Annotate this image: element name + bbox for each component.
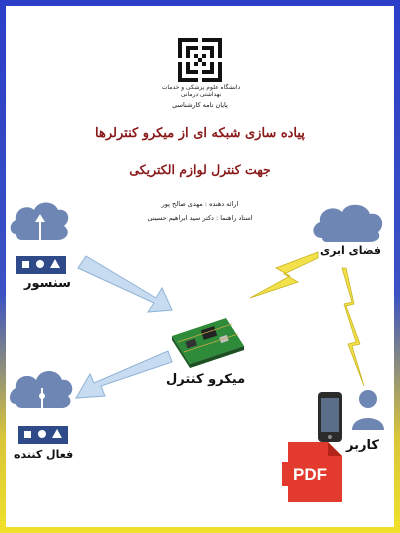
cloud-label: فضای ابری (320, 244, 381, 257)
title-line-1: پیاده سازی شبکه ای از میکرو کنترلرها (95, 126, 305, 141)
cover-page: دانشگاه علوم پزشکی و خدمات بهداشتی درمان… (6, 6, 394, 527)
circuit-board-icon (172, 318, 244, 368)
arrow-icon (75, 350, 173, 399)
actuator-cloud-icon (10, 371, 73, 444)
phone-icon (318, 392, 342, 442)
presenter: ارائه دهنده : مهدی صالح پور (161, 200, 239, 208)
lightning-icon (341, 267, 365, 387)
university-name: دانشگاه علوم پزشکی و خدمات بهداشتی درمان… (161, 84, 241, 98)
network-diagram: PDF (10, 202, 384, 502)
sensor-cloud-icon (10, 202, 69, 274)
user-label: کاربر (346, 438, 379, 453)
advisor: استاد راهنما : دکتر سید ابراهیم حسینی (147, 214, 253, 222)
lightning-icon (249, 251, 319, 299)
cloud-icon (313, 204, 383, 242)
pdf-icon: PDF (282, 442, 342, 502)
thesis-type: پایان نامه کارشناسی (172, 101, 228, 109)
actuator-label: فعال کننده (14, 448, 74, 461)
pdf-label: PDF (293, 465, 327, 484)
university-logo-icon (178, 38, 222, 82)
microcontroller-label: میکرو کنترل (166, 372, 246, 387)
user-icon (352, 390, 384, 430)
title-line-2: جهت کنترل لوازم الکتریکی (129, 162, 271, 177)
arrow-icon (77, 255, 173, 313)
sensor-label: سنسور (24, 276, 71, 291)
